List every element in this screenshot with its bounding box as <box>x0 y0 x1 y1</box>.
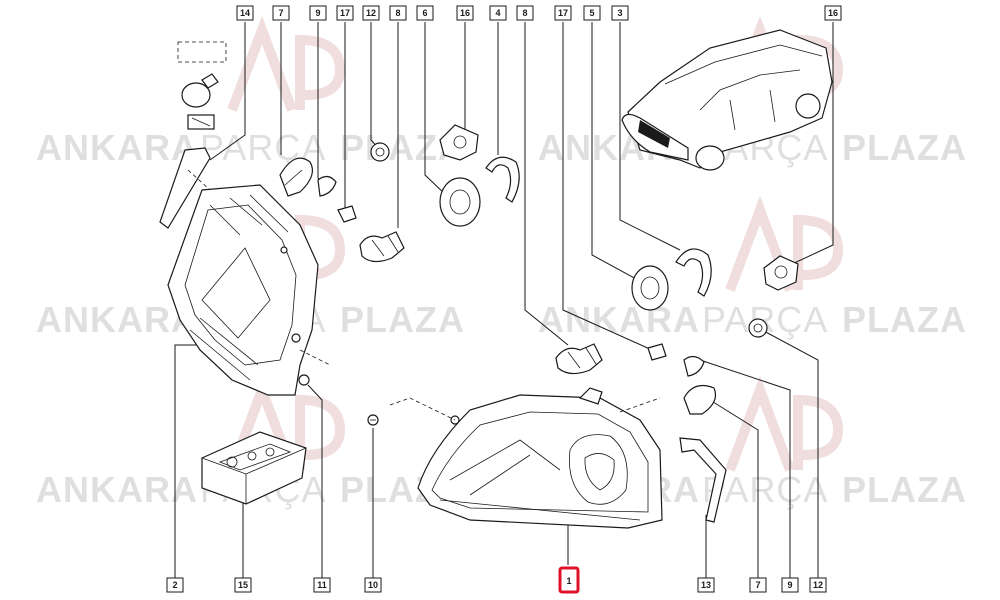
callout-label[interactable]: 8 <box>389 5 407 21</box>
callout-label[interactable]: 10 <box>364 577 382 593</box>
callout-label[interactable]: 6 <box>416 5 434 21</box>
callout-label[interactable]: 16 <box>824 5 842 21</box>
callout-number: 1 <box>566 576 571 586</box>
callout-label[interactable]: 17 <box>336 5 354 21</box>
callout-label[interactable]: 3 <box>611 5 629 21</box>
callout-label[interactable]: 7 <box>749 577 767 593</box>
callout-number: 2 <box>172 580 177 590</box>
leader-lines <box>174 22 834 578</box>
callout-number: 12 <box>813 580 823 590</box>
callout-number: 14 <box>240 8 250 18</box>
socket-16-top <box>439 124 479 161</box>
holder-12-right <box>748 318 768 338</box>
callout-number: 11 <box>317 580 327 590</box>
callouts-top: 14 7 9 17 12 8 6 16 <box>236 5 842 21</box>
callout-number: 5 <box>589 8 594 18</box>
callout-label[interactable]: 8 <box>516 5 534 21</box>
callout-number: 7 <box>755 580 760 590</box>
h4-bulb-8-right <box>555 343 603 375</box>
watermark-word: ANKARA <box>36 299 198 340</box>
callout-number: 9 <box>787 580 792 590</box>
headlight-assembly-1 <box>389 387 663 529</box>
socket-16-right <box>763 255 799 291</box>
h4-bulb-8-top <box>359 231 405 263</box>
callout-number: 17 <box>558 8 568 18</box>
screw-11 <box>298 374 310 386</box>
retaining-clip-3 <box>675 248 712 297</box>
dust-cap-6 <box>439 177 481 227</box>
callout-label[interactable]: 15 <box>234 577 252 593</box>
holder-17-top <box>337 205 357 223</box>
callouts-bottom: 2 15 11 10 1 13 7 9 <box>166 566 827 594</box>
callout-number: 13 <box>701 580 711 590</box>
callout-label[interactable]: 9 <box>781 577 799 593</box>
callout-number: 15 <box>238 580 248 590</box>
watermark-word: ANKARA <box>538 299 700 340</box>
headlight-housing-rear <box>167 184 331 396</box>
watermark-word: PLAZA <box>842 299 967 340</box>
watermark-word: PLAZA <box>842 127 967 168</box>
watermark-word: PLAZA <box>842 469 967 510</box>
side-bracket-14 <box>159 147 211 229</box>
callout-label[interactable]: 12 <box>809 577 827 593</box>
callout-number: 7 <box>278 8 283 18</box>
callout-label[interactable]: 7 <box>272 5 290 21</box>
bulb-7-right <box>683 385 717 415</box>
callout-number: 16 <box>460 8 470 18</box>
bulb-9-top <box>317 175 337 197</box>
callout-label[interactable]: 2 <box>166 577 184 593</box>
side-trim-13 <box>679 437 727 523</box>
callout-label[interactable]: 14 <box>236 5 254 21</box>
callout-label[interactable]: 17 <box>554 5 572 21</box>
callout-number: 8 <box>395 8 400 18</box>
watermark-word: ANKARA <box>36 127 198 168</box>
callout-label[interactable]: 5 <box>583 5 601 21</box>
callout-label[interactable]: 4 <box>489 5 507 21</box>
callout-number: 17 <box>340 8 350 18</box>
holder-17-right <box>647 343 667 361</box>
holder-12-top <box>370 142 390 162</box>
callout-number: 3 <box>617 8 622 18</box>
car-illustration <box>621 29 833 171</box>
callout-label[interactable]: 11 <box>313 577 331 593</box>
bulb-kit-box-15 <box>201 431 307 505</box>
callout-number: 9 <box>315 8 320 18</box>
watermark-word: ANKARA <box>36 469 198 510</box>
callout-label[interactable]: 16 <box>456 5 474 21</box>
callout-number: 10 <box>368 580 378 590</box>
side-bulb-assembly <box>177 41 227 130</box>
screw-10 <box>367 414 379 426</box>
callout-label[interactable]: 12 <box>362 5 380 21</box>
bulb-7-top <box>279 157 313 197</box>
callout-label[interactable]: 13 <box>697 577 715 593</box>
retaining-clip-4 <box>485 156 520 203</box>
callout-number: 8 <box>522 8 527 18</box>
bulb-9-right <box>683 355 705 377</box>
callout-label[interactable]: 9 <box>309 5 327 21</box>
callout-number: 12 <box>366 8 376 18</box>
watermark-word: PLAZA <box>340 299 465 340</box>
callout-number: 6 <box>422 8 427 18</box>
callout-number: 16 <box>828 8 838 18</box>
dust-cap-5 <box>631 265 669 311</box>
callout-label-highlighted[interactable]: 1 <box>558 566 580 594</box>
callout-number: 4 <box>495 8 500 18</box>
